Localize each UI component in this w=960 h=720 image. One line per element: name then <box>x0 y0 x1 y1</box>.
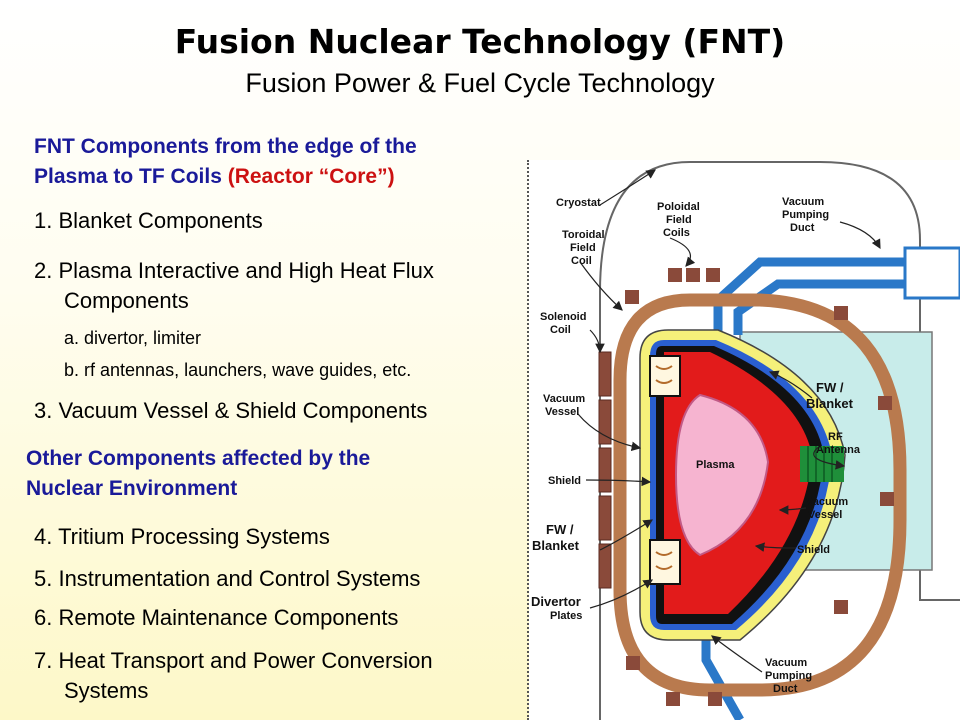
label-plasma: Plasma <box>696 459 735 471</box>
label-vacuum-vessel-right-2: Vessel <box>808 509 842 521</box>
list-item-remote-maintenance: 6. Remote Maintenance Components <box>34 605 399 630</box>
label-divertor-2: Plates <box>550 610 582 622</box>
label-divertor-1: Divertor <box>531 594 581 609</box>
upper-duct-pipe <box>713 257 960 335</box>
section2-heading-line1: Other Components affected by the <box>26 447 371 470</box>
label-poloidal-3: Coils <box>663 227 690 239</box>
label-fw-blanket-right-2: Blanket <box>806 396 854 411</box>
lower-divertor <box>649 539 681 585</box>
diagram-divider <box>527 160 960 720</box>
cryostat-outline <box>599 161 960 720</box>
list-subitem-divertor: a. divertor, limiter <box>64 328 202 348</box>
label-vacuum-vessel-left-1: Vacuum <box>543 393 585 405</box>
list-item-plasma-interactive: 2. Plasma Interactive and High Heat Flux <box>34 258 434 283</box>
lower-divertor-detail <box>655 551 673 570</box>
toroidal-field-coil <box>613 293 907 697</box>
section2-heading-line2: Nuclear Environment <box>26 477 238 500</box>
section-heading-line1: FNT Components from the edge of the <box>34 135 417 158</box>
list-item-vacuum-vessel: 3. Vacuum Vessel & Shield Components <box>34 398 428 423</box>
label-solenoid-2: Coil <box>550 324 571 336</box>
label-toroidal-2: Field <box>570 242 596 254</box>
tokamak-cross-section-diagram: Cryostat Poloidal Field Coils Vacuum Pum… <box>529 160 960 720</box>
section-heading-other-components: Other Components affected by the Nuclear… <box>26 444 370 504</box>
label-shield-right: Shield <box>797 544 830 556</box>
label-fw-blanket-right-1: FW / <box>816 380 844 395</box>
label-vac-duct-top-2: Pumping <box>782 209 829 221</box>
list-item-blanket: 1. Blanket Components <box>34 208 263 233</box>
label-vacuum-vessel-left-2: Vessel <box>545 406 579 418</box>
upper-divertor-detail <box>655 365 673 384</box>
plasma-region <box>674 393 770 557</box>
label-solenoid-1: Solenoid <box>540 311 586 323</box>
list-subitem-rf-antennas: b. rf antennas, launchers, wave guides, … <box>64 360 412 380</box>
poloidal-field-coils <box>625 268 894 706</box>
section-heading-fnt-components: FNT Components from the edge of the Plas… <box>34 132 417 192</box>
page-subtitle: Fusion Power & Fuel Cycle Technology <box>245 68 715 98</box>
label-vac-duct-bottom-1: Vacuum <box>765 657 807 669</box>
label-poloidal-2: Field <box>666 214 692 226</box>
label-toroidal-3: Coil <box>571 255 592 267</box>
list-item-heat-transport: 7. Heat Transport and Power Conversion <box>34 648 433 673</box>
label-poloidal-1: Poloidal <box>657 201 700 213</box>
label-vac-duct-top-1: Vacuum <box>782 196 824 208</box>
central-solenoid <box>598 351 612 589</box>
label-rf-1: RF <box>828 431 843 443</box>
label-vac-duct-bottom-3: Duct <box>773 683 798 695</box>
label-toroidal-1: Toroidal <box>562 229 605 241</box>
label-cryostat: Cryostat <box>556 197 601 209</box>
page-title: Fusion Nuclear Technology (FNT) <box>174 22 786 61</box>
section-heading-line2: Plasma to TF Coils (Reactor “Core”) <box>34 162 417 192</box>
lower-duct-pipe <box>701 632 744 720</box>
label-fw-blanket-left-2: Blanket <box>532 538 580 553</box>
list-item-plasma-interactive-cont: Components <box>64 288 189 313</box>
label-vacuum-vessel-right-1: Vacuum <box>806 496 848 508</box>
duct-port <box>903 246 960 300</box>
label-vac-duct-top-3: Duct <box>790 222 815 234</box>
section-heading-line2-main: Plasma to TF Coils <box>34 165 228 188</box>
label-rf-2: Antenna <box>816 444 861 456</box>
rf-antenna-waveguides <box>807 446 833 482</box>
label-vac-duct-bottom-2: Pumping <box>765 670 812 682</box>
list-item-instrumentation: 5. Instrumentation and Control Systems <box>34 566 421 591</box>
list-item-tritium: 4. Tritium Processing Systems <box>34 524 330 549</box>
label-leader-lines <box>577 169 881 673</box>
reactor-core-label: (Reactor “Core”) <box>227 165 395 188</box>
list-item-heat-transport-cont: Systems <box>64 678 149 703</box>
upper-divertor <box>649 355 681 397</box>
label-shield-left: Shield <box>548 475 581 487</box>
label-fw-blanket-left-1: FW / <box>546 522 574 537</box>
